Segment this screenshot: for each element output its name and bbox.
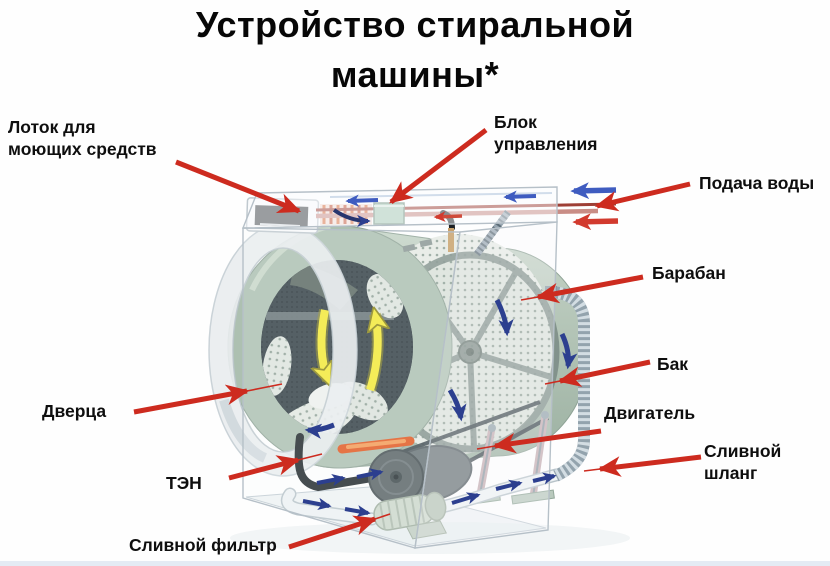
water-flow-arrows bbox=[302, 190, 578, 518]
arrow-to-drum bbox=[535, 274, 644, 304]
arrow-to-motor bbox=[492, 428, 602, 454]
water-inlet-arrows bbox=[570, 182, 619, 231]
arrow-to-tub bbox=[557, 359, 651, 387]
motor bbox=[368, 445, 473, 505]
label-water-supply: Подача воды bbox=[699, 173, 815, 193]
tumble-arrows bbox=[322, 310, 378, 392]
label-detergent-tray: Лоток для моющих средств bbox=[8, 117, 157, 159]
label-drum: Барабан bbox=[652, 263, 726, 283]
arrow-to-heater bbox=[228, 455, 301, 481]
label-motor: Двигатель bbox=[604, 403, 696, 423]
pointer-arrows bbox=[133, 128, 702, 550]
arrow-to-water-supply bbox=[594, 181, 691, 212]
cabinet-top-face bbox=[241, 186, 558, 229]
label-control-unit: Блок управления bbox=[494, 112, 598, 154]
arrow-to-drain-hose bbox=[597, 454, 702, 477]
heater-element bbox=[337, 436, 415, 454]
label-tub: Бак bbox=[657, 354, 689, 374]
bottom-edge-strip bbox=[0, 561, 830, 566]
label-drain-filter: Сливной фильтр bbox=[129, 535, 277, 555]
arrow-to-drain-filter bbox=[288, 515, 378, 550]
hot-water-arrow bbox=[572, 213, 619, 231]
tub-top-clamps bbox=[402, 238, 433, 253]
label-drain-hose: Сливной шланг bbox=[704, 441, 782, 483]
cabinet-glass bbox=[241, 186, 558, 549]
arrow-to-door bbox=[133, 384, 250, 415]
label-heater: ТЭН bbox=[166, 473, 202, 493]
cold-water-arrow bbox=[570, 182, 617, 200]
arrow-to-detergent-tray bbox=[175, 159, 302, 214]
arrow-to-control-unit bbox=[389, 128, 488, 204]
diagram-title: Устройство стиральной машины* bbox=[195, 4, 635, 95]
label-door: Дверца bbox=[42, 401, 107, 421]
cabinet-right-face bbox=[414, 221, 558, 549]
